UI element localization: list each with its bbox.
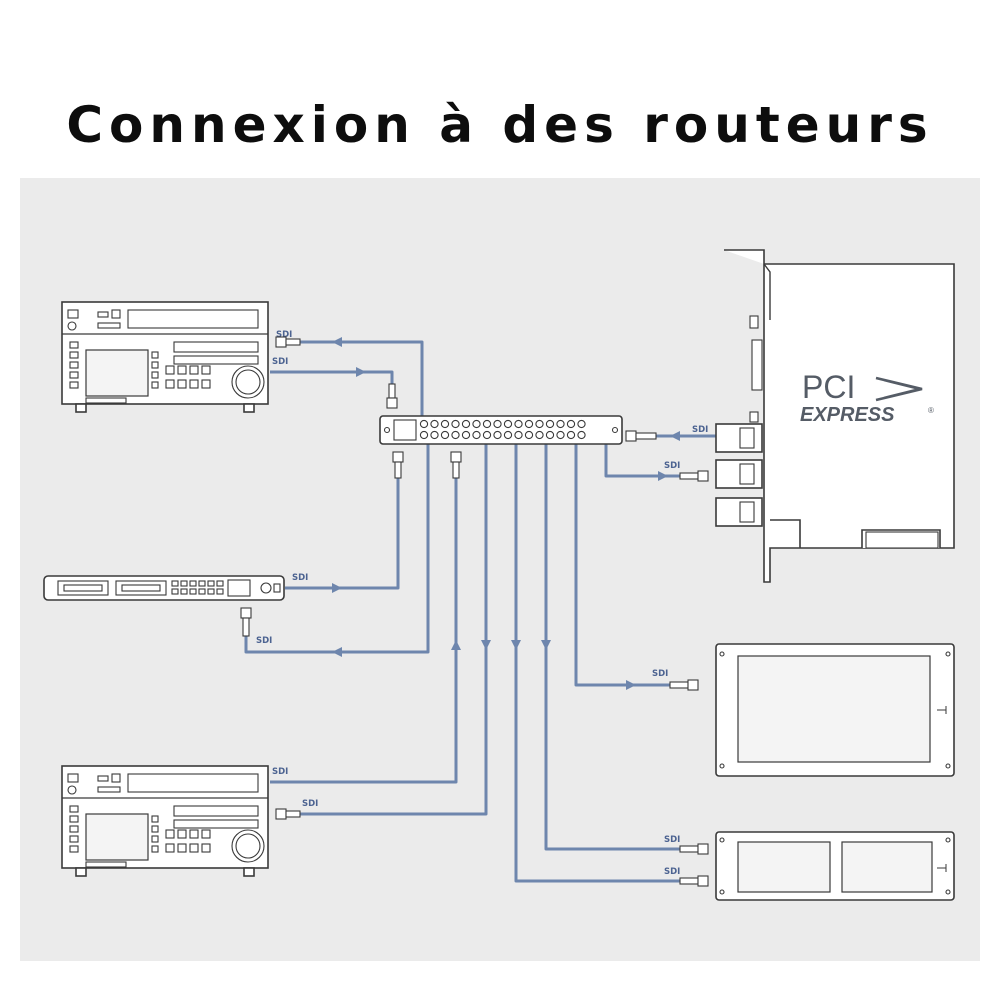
- bnc-connector-icon: [625, 430, 657, 442]
- rack-monitor-single: [715, 643, 955, 777]
- router-port: [430, 430, 439, 440]
- sdi-label: SDI: [664, 461, 680, 471]
- router-port: [440, 430, 450, 440]
- router-port: [566, 419, 576, 429]
- router-port: [503, 419, 513, 429]
- sdi-label: SDI: [664, 867, 680, 877]
- bnc-connector-icon: [450, 451, 462, 479]
- router-port: [430, 419, 439, 429]
- router-port: [514, 430, 523, 440]
- rack-monitor-dual: [715, 831, 955, 901]
- deck-recorder-bottom: [61, 765, 269, 877]
- bnc-connector-icon: [386, 383, 398, 409]
- pcie-capture-card: PCI EXPRESS ®: [715, 249, 955, 583]
- rack-converter: [43, 575, 285, 601]
- express-logo-text: EXPRESS: [800, 404, 895, 426]
- sdi-label: SDI: [272, 357, 288, 367]
- sdi-label: SDI: [276, 330, 292, 340]
- bnc-connector-icon: [669, 679, 699, 691]
- router-port: [461, 430, 471, 440]
- router-port: [524, 419, 534, 429]
- router-port: [577, 430, 586, 440]
- router-port: [566, 430, 576, 440]
- bnc-connector-icon: [275, 808, 301, 820]
- router-port: [545, 430, 555, 440]
- bnc-connector-icon: [679, 470, 709, 482]
- router-port: [503, 430, 513, 440]
- router-port: [472, 430, 481, 440]
- sdi-label: SDI: [256, 636, 272, 646]
- sdi-label: SDI: [292, 573, 308, 583]
- router-port: [556, 419, 565, 429]
- router-port: [482, 419, 492, 429]
- sdi-label: SDI: [652, 669, 668, 679]
- cable-router-to-pcie: [604, 444, 680, 478]
- cables: [244, 337, 716, 883]
- router-port: [535, 430, 544, 440]
- cable-router-to-monitor: [574, 444, 670, 687]
- router-port: [493, 430, 502, 440]
- registered-mark: ®: [928, 406, 934, 415]
- cable-router-to-top-deck: [300, 340, 424, 416]
- bnc-connector-icon: [275, 336, 301, 348]
- sdi-label: SDI: [272, 767, 288, 777]
- router-port: [482, 430, 492, 440]
- cable-router-to-bottom-deck: [300, 444, 488, 816]
- bnc-connector-icon: [392, 451, 404, 479]
- cable-router-to-dual-monitor-a: [544, 444, 680, 851]
- pci-express-logo: PCI EXPRESS ®: [800, 369, 934, 426]
- router-port: [535, 419, 544, 429]
- router-port: [545, 419, 555, 429]
- router-port: [451, 430, 460, 440]
- router-port: [493, 419, 502, 429]
- bnc-connector-icon: [679, 875, 709, 887]
- bnc-connectors: [240, 336, 709, 887]
- router-port: [440, 419, 450, 429]
- router-port: [472, 419, 481, 429]
- router-port: [451, 419, 460, 429]
- cable-router-to-dual-monitor-b: [514, 444, 680, 883]
- bnc-connector-icon: [679, 843, 709, 855]
- sdi-label: SDI: [692, 425, 708, 435]
- router-port: [419, 430, 429, 440]
- router-port: [556, 430, 565, 440]
- cable-converter-to-router: [285, 478, 400, 590]
- router-port: [419, 419, 429, 429]
- sdi-label: SDI: [302, 799, 318, 809]
- pci-logo-text: PCI: [802, 369, 855, 405]
- router-port: [524, 430, 534, 440]
- cable-bottom-deck-to-router: [270, 478, 458, 784]
- page-title: Connexion à des routeurs: [66, 96, 934, 154]
- sdi-label: SDI: [664, 835, 680, 845]
- router-port: [461, 419, 471, 429]
- sdi-labels: SDI SDI SDI SDI SDI SDI SDI SDI SDI SDI …: [256, 330, 708, 877]
- router: [379, 415, 623, 445]
- bnc-connector-icon: [240, 607, 252, 637]
- cable-top-deck-to-router: [270, 370, 394, 394]
- deck-recorder-top: [61, 301, 269, 413]
- router-port: [577, 419, 586, 429]
- router-port: [514, 419, 523, 429]
